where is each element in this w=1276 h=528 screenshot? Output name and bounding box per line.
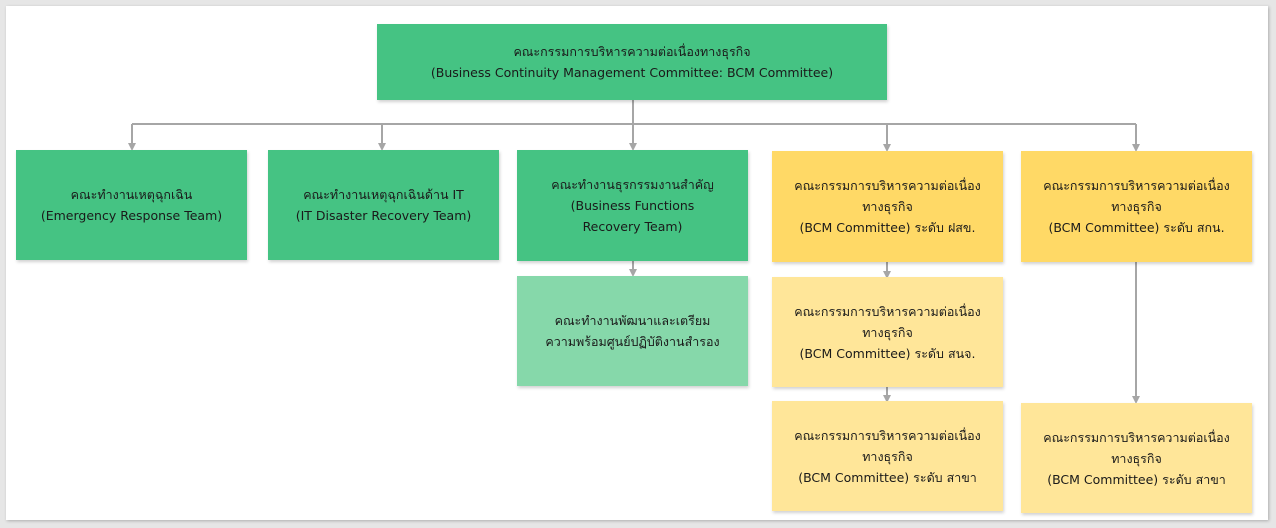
node-bcm-branch-b: คณะกรรมการบริหารความต่อเนื่อง ทางธุรกิจ … (1021, 403, 1252, 513)
node-line: คณะทำงานเหตุฉุกเฉิน (70, 187, 193, 202)
node-line: (IT Disaster Recovery Team) (295, 208, 472, 223)
node-bcm-committee: คณะกรรมการบริหารความต่อเนื่องทางธุรกิจ (… (377, 24, 887, 100)
node-line: คณะทำงานพัฒนาและเตรียม (554, 313, 711, 328)
node-line: คณะกรรมการบริหารความต่อเนื่อง (794, 303, 981, 319)
node-line: (BCM Committee) ระดับ ฝสข. (799, 220, 976, 235)
node-bcm-office: คณะกรรมการบริหารความต่อเนื่อง ทางธุรกิจ … (772, 277, 1003, 387)
node-line: ทางธุรกิจ (862, 199, 913, 214)
node-line: คณะทำงานธุรกรรมงานสำคัญ (551, 177, 714, 192)
node-line: (Emergency Response Team) (40, 208, 223, 223)
node-line: คณะกรรมการบริหารความต่อเนื่องทางธุรกิจ (513, 44, 751, 59)
node-line: (Business Functions (570, 198, 695, 213)
node-line: คณะทำงานเหตุฉุกเฉินด้าน IT (303, 187, 464, 202)
node-line: ความพร้อมศูนย์ปฏิบัติงานสำรอง (545, 334, 720, 349)
node-dev-prep-team: คณะทำงานพัฒนาและเตรียม ความพร้อมศูนย์ปฏิ… (517, 276, 748, 386)
node-line: (BCM Committee) ระดับ สาขา (798, 469, 977, 485)
node-line: Recovery Team) (582, 219, 683, 234)
node-line: (BCM Committee) ระดับ สกน. (1048, 220, 1225, 235)
node-line: ทางธุรกิจ (1111, 450, 1162, 466)
node-line: คณะกรรมการบริหารความต่อเนื่อง (1043, 178, 1230, 193)
node-line: ทางธุรกิจ (862, 448, 913, 464)
node-emergency-response-team: คณะทำงานเหตุฉุกเฉิน (Emergency Response … (16, 150, 247, 260)
node-line: คณะกรรมการบริหารความต่อเนื่อง (794, 427, 981, 443)
node-bcm-hq: คณะกรรมการบริหารความต่อเนื่อง ทางธุรกิจ … (1021, 151, 1252, 262)
node-line: (BCM Committee) ระดับ สาขา (1047, 471, 1226, 487)
node-line: ทางธุรกิจ (862, 324, 913, 340)
node-line: (BCM Committee) ระดับ สนจ. (799, 345, 976, 361)
node-line: ทางธุรกิจ (1111, 199, 1162, 214)
node-bcm-branch-a: คณะกรรมการบริหารความต่อเนื่อง ทางธุรกิจ … (772, 401, 1003, 511)
node-it-disaster-recovery-team: คณะทำงานเหตุฉุกเฉินด้าน IT (IT Disaster … (268, 150, 499, 260)
node-line: คณะกรรมการบริหารความต่อเนื่อง (794, 178, 981, 193)
node-line: (Business Continuity Management Committe… (430, 65, 834, 80)
node-line: คณะกรรมการบริหารความต่อเนื่อง (1043, 429, 1230, 445)
node-business-functions-recovery-team: คณะทำงานธุรกรรมงานสำคัญ (Business Functi… (517, 150, 748, 261)
node-bcm-region: คณะกรรมการบริหารความต่อเนื่อง ทางธุรกิจ … (772, 151, 1003, 262)
